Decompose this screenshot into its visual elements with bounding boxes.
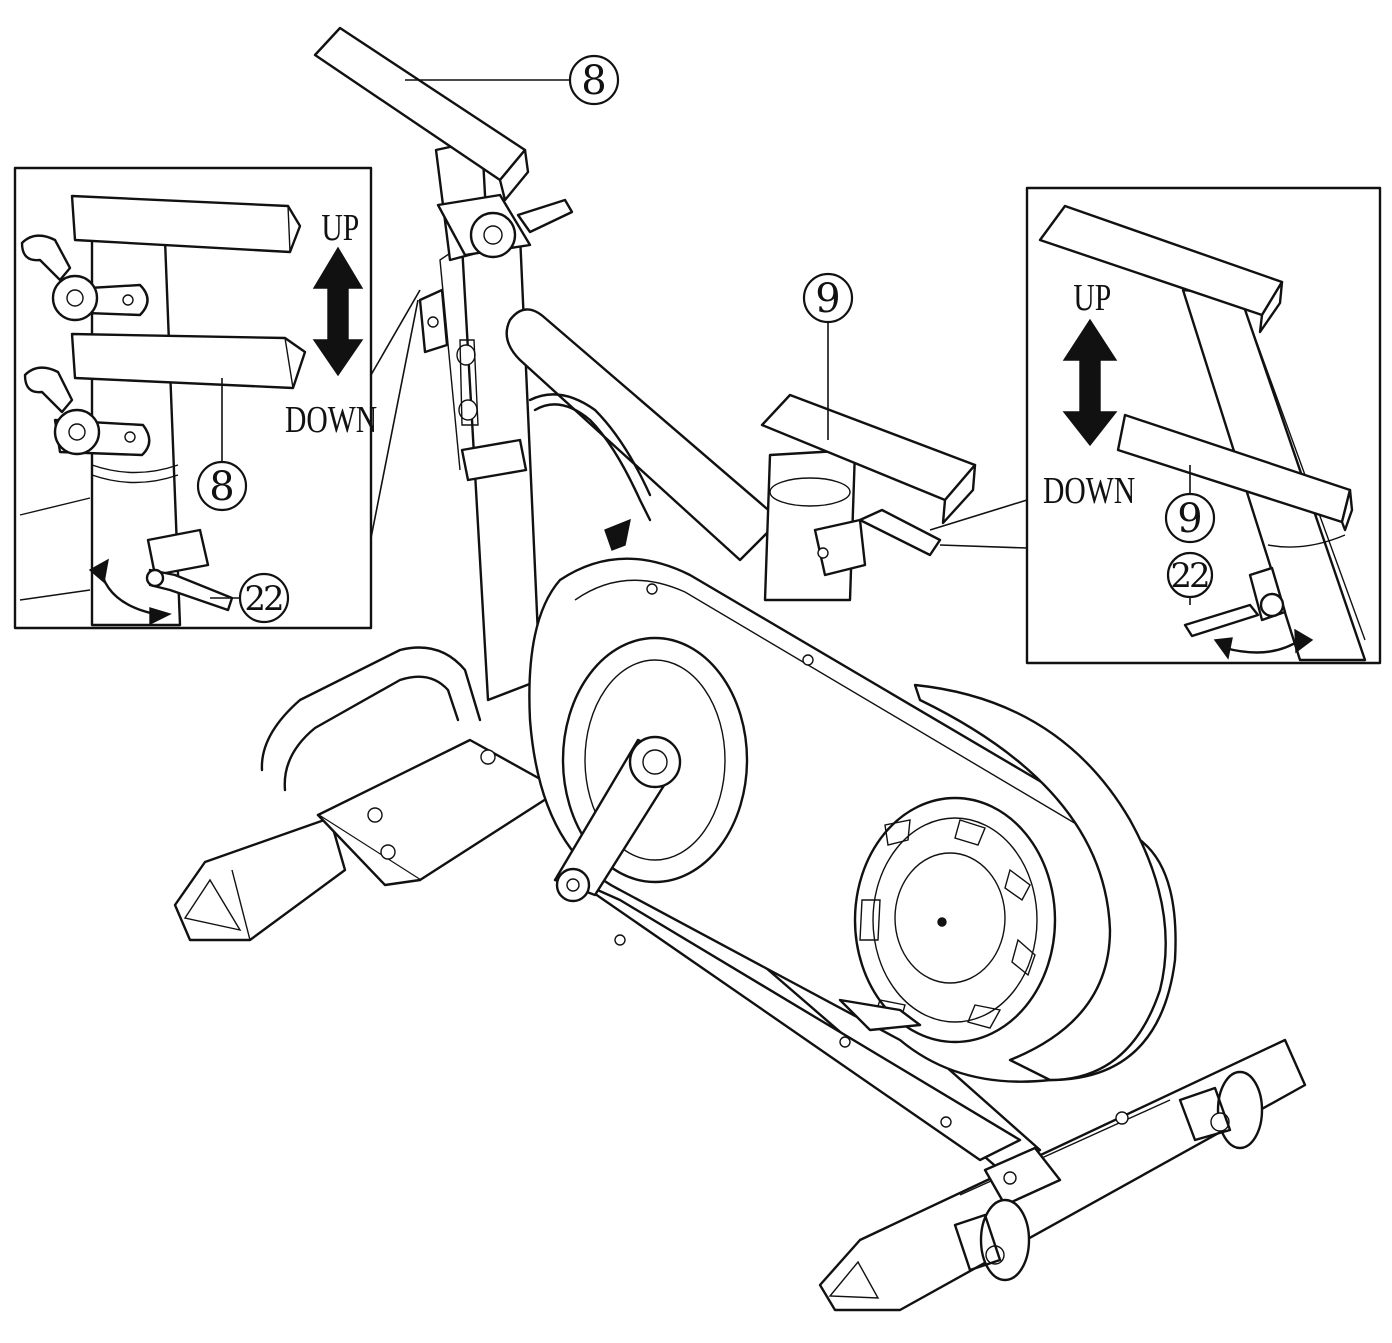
transport-wheel-right: [1178, 1070, 1264, 1150]
callout-22-right-label: 22: [1170, 556, 1208, 596]
seat-bar-down-position: [70, 332, 307, 390]
seat-knob-up: [20, 234, 72, 282]
seat-clamp-knob: [516, 198, 574, 234]
up-label-left: UP: [321, 208, 359, 249]
callout-8-top-label: 8: [581, 58, 606, 104]
handlebar-post-9: [760, 393, 977, 602]
handlebar-adjust-detail: [929, 186, 1382, 665]
down-label-left: DOWN: [285, 400, 377, 441]
down-label-right: DOWN: [1043, 471, 1135, 512]
lever-22-right: [1183, 603, 1260, 638]
chain-guard: [528, 557, 1177, 1083]
callout-22-right: 22: [1166, 551, 1214, 599]
rear-stabilizer: [173, 816, 347, 942]
rear-handle: [260, 646, 482, 772]
seat-knob-down: [23, 366, 74, 414]
callout-22-left-label: 22: [244, 579, 282, 619]
up-label-right: UP: [1073, 278, 1111, 319]
handlebar-knob: [858, 508, 942, 557]
seat-post-8: [313, 26, 574, 262]
down-tube: [505, 308, 782, 562]
seat-bar: [313, 26, 527, 182]
seat-adjust-detail: [13, 166, 421, 630]
callout-9-top-label: 9: [815, 276, 840, 322]
callout-9-top: 9: [802, 272, 854, 440]
seat-bar-up-position: [70, 194, 302, 254]
up-down-arrow-right: [1062, 318, 1118, 447]
callout-8-detail-label: 8: [209, 464, 234, 510]
up-down-arrow-left: [312, 246, 364, 377]
rear-frame: [316, 738, 562, 882]
rotate-arrow-right: [1223, 638, 1302, 654]
callout-8-top: 8: [405, 54, 620, 106]
callout-8-detail: 8: [196, 460, 248, 512]
transport-wheel-left: [953, 1198, 1031, 1282]
seat-tube: [418, 233, 542, 702]
callout-22-left: 22: [238, 572, 290, 624]
callout-9-detail: 9: [1164, 492, 1216, 544]
callout-9-detail-label: 9: [1177, 496, 1202, 542]
cable: [533, 403, 652, 522]
